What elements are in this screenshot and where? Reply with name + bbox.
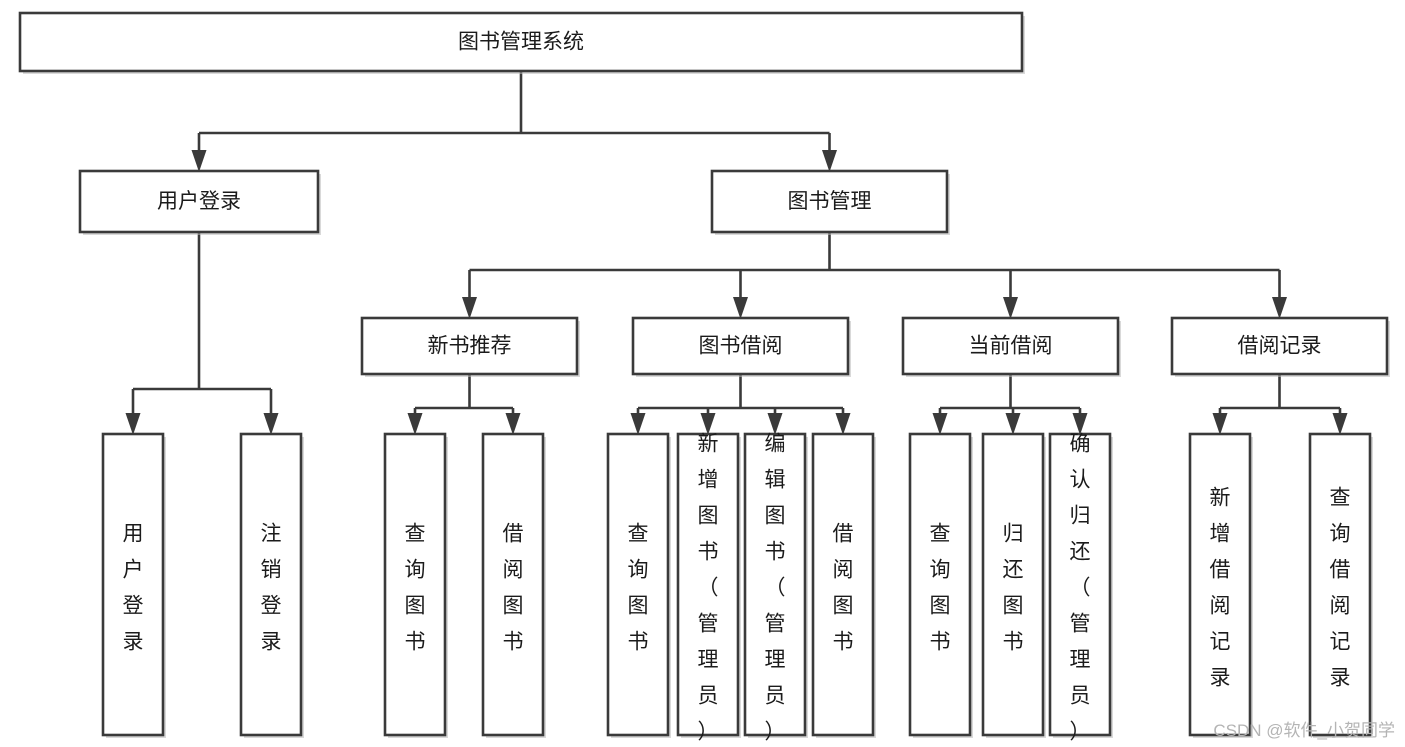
node-bb-add[interactable]: 新增图书（管理员） — [676, 432, 741, 744]
node-box[interactable] — [811, 432, 875, 737]
node-cb-query[interactable]: 查询图书 — [908, 432, 973, 738]
node-new-book-rec[interactable]: 新书推荐 — [360, 316, 580, 377]
node-label: 图书管理系统 — [458, 31, 584, 54]
connector-root — [191, 71, 837, 172]
node-label: 新增借阅记录 — [1210, 487, 1231, 690]
node-label: 查询图书 — [405, 523, 426, 654]
node-box[interactable] — [743, 432, 807, 737]
node-box[interactable] — [383, 432, 447, 737]
connector-borrow-record — [1212, 374, 1348, 435]
node-cb-confirm[interactable]: 确认归还（管理员） — [1048, 432, 1113, 744]
node-br-query[interactable]: 查询借阅记录 — [1308, 432, 1373, 738]
node-label: 新增图书（管理员） — [698, 433, 719, 744]
node-label: 借阅图书 — [503, 523, 524, 654]
node-label: 当前借阅 — [969, 335, 1053, 358]
node-label: 用户登录 — [157, 190, 241, 213]
node-box[interactable] — [78, 169, 320, 234]
node-label: 查询借阅记录 — [1330, 487, 1351, 690]
node-box[interactable] — [606, 432, 670, 737]
node-layer: 图书管理系统用户登录图书管理新书推荐图书借阅当前借阅借阅记录用户登录注销登录查询… — [18, 11, 1390, 744]
node-user-login[interactable]: 用户登录 — [78, 169, 321, 235]
node-box[interactable] — [981, 432, 1045, 737]
node-box[interactable] — [1170, 316, 1389, 376]
node-nb-query[interactable]: 查询图书 — [383, 432, 448, 738]
node-box[interactable] — [1308, 432, 1372, 737]
node-current-borrow[interactable]: 当前借阅 — [901, 316, 1121, 377]
node-label: 编辑图书（管理员） — [765, 433, 786, 744]
node-label: 查询图书 — [628, 523, 649, 654]
watermark-text: CSDN @软件_小贺同学 — [1213, 721, 1395, 740]
node-root[interactable]: 图书管理系统 — [18, 11, 1025, 74]
node-label: 图书借阅 — [699, 335, 783, 358]
node-nb-borrow[interactable]: 借阅图书 — [481, 432, 546, 738]
node-label: 注销登录 — [261, 523, 282, 654]
node-label: 新书推荐 — [428, 335, 512, 358]
node-box[interactable] — [631, 316, 850, 376]
node-label: 归还图书 — [1003, 523, 1024, 654]
connector-layer — [125, 71, 1348, 435]
node-box[interactable] — [901, 316, 1120, 376]
node-label: 确认归还（管理员） — [1070, 433, 1091, 744]
node-cb-return[interactable]: 归还图书 — [981, 432, 1046, 738]
node-label: 用户登录 — [123, 523, 144, 654]
node-book-borrow[interactable]: 图书借阅 — [631, 316, 851, 377]
node-box[interactable] — [1048, 432, 1112, 737]
node-label: 图书管理 — [788, 190, 872, 213]
node-box[interactable] — [239, 432, 303, 737]
connector-book-manage — [462, 232, 1287, 319]
node-user-login-do[interactable]: 用户登录 — [101, 432, 166, 738]
node-borrow-record[interactable]: 借阅记录 — [1170, 316, 1390, 377]
node-user-logout[interactable]: 注销登录 — [239, 432, 304, 738]
connector-current-borrow — [932, 374, 1088, 435]
node-box[interactable] — [18, 11, 1024, 73]
node-box[interactable] — [101, 432, 165, 737]
node-br-add[interactable]: 新增借阅记录 — [1188, 432, 1253, 738]
node-bb-borrow[interactable]: 借阅图书 — [811, 432, 876, 738]
connector-new-book-rec — [407, 374, 521, 435]
node-box[interactable] — [481, 432, 545, 737]
node-book-manage[interactable]: 图书管理 — [710, 169, 950, 235]
node-box[interactable] — [360, 316, 579, 376]
node-box[interactable] — [676, 432, 740, 737]
node-bb-edit[interactable]: 编辑图书（管理员） — [743, 432, 808, 744]
node-box[interactable] — [710, 169, 949, 234]
node-label: 借阅记录 — [1238, 335, 1322, 358]
node-bb-query[interactable]: 查询图书 — [606, 432, 671, 738]
node-box[interactable] — [908, 432, 972, 737]
connector-user-login — [125, 232, 279, 435]
connector-book-borrow — [630, 374, 851, 435]
node-box[interactable] — [1188, 432, 1252, 737]
node-label: 借阅图书 — [833, 523, 854, 654]
node-label: 查询图书 — [930, 523, 951, 654]
